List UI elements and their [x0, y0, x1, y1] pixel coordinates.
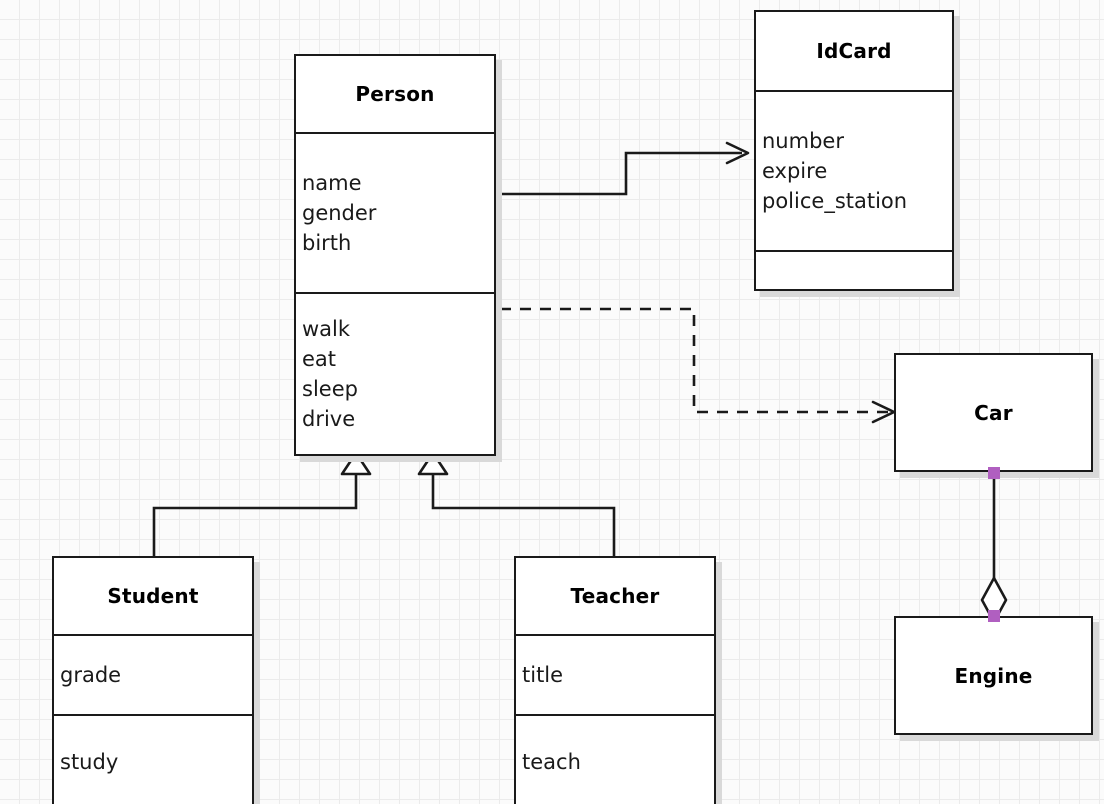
class-methods-person: walk eat sleep drive: [296, 292, 494, 454]
edge-person-idcard[interactable]: [494, 141, 750, 196]
attribute-item: birth: [302, 231, 352, 255]
edge-handle-engine-end[interactable]: [988, 610, 1000, 622]
class-box-student[interactable]: Student grade study: [52, 556, 254, 804]
method-item: study: [60, 750, 119, 774]
attribute-item: gender: [302, 201, 377, 225]
method-item: eat: [302, 347, 337, 371]
edge-handle-car-end[interactable]: [988, 467, 1000, 479]
attribute-item: expire: [762, 159, 828, 183]
class-title-teacher: Teacher: [570, 584, 660, 608]
attribute-item: grade: [60, 663, 122, 687]
method-item: drive: [302, 407, 356, 431]
class-attributes-teacher: title: [516, 634, 714, 714]
attribute-item: title: [522, 663, 564, 687]
class-title-idcard: IdCard: [816, 39, 892, 63]
edge-teacher-person[interactable]: [417, 451, 616, 556]
method-item: sleep: [302, 377, 358, 401]
attribute-item: number: [762, 129, 844, 153]
method-item: walk: [302, 317, 351, 341]
method-item: teach: [522, 750, 581, 774]
class-methods-student: study: [54, 714, 252, 804]
class-methods-teacher: teach: [516, 714, 714, 804]
edge-student-person[interactable]: [152, 451, 372, 556]
class-attributes-student: grade: [54, 634, 252, 714]
class-box-person[interactable]: Person name gender birth walk eat sleep …: [294, 54, 496, 456]
class-attributes-person: name gender birth: [296, 132, 494, 292]
attribute-item: police_station: [762, 189, 908, 213]
class-box-idcard[interactable]: IdCard number expire police_station: [754, 10, 954, 291]
class-box-teacher[interactable]: Teacher title teach: [514, 556, 716, 804]
class-box-engine[interactable]: Engine: [894, 616, 1093, 735]
attribute-item: name: [302, 171, 362, 195]
class-title-student: Student: [107, 584, 199, 608]
class-attributes-idcard: number expire police_station: [756, 90, 952, 250]
class-box-car[interactable]: Car: [894, 353, 1093, 472]
edge-person-car[interactable]: [500, 307, 896, 424]
class-methods-idcard: [756, 250, 952, 289]
edge-car-engine[interactable]: [980, 472, 1008, 624]
class-title-person: Person: [355, 82, 435, 106]
class-title-engine: Engine: [954, 663, 1033, 688]
class-title-car: Car: [974, 400, 1013, 425]
